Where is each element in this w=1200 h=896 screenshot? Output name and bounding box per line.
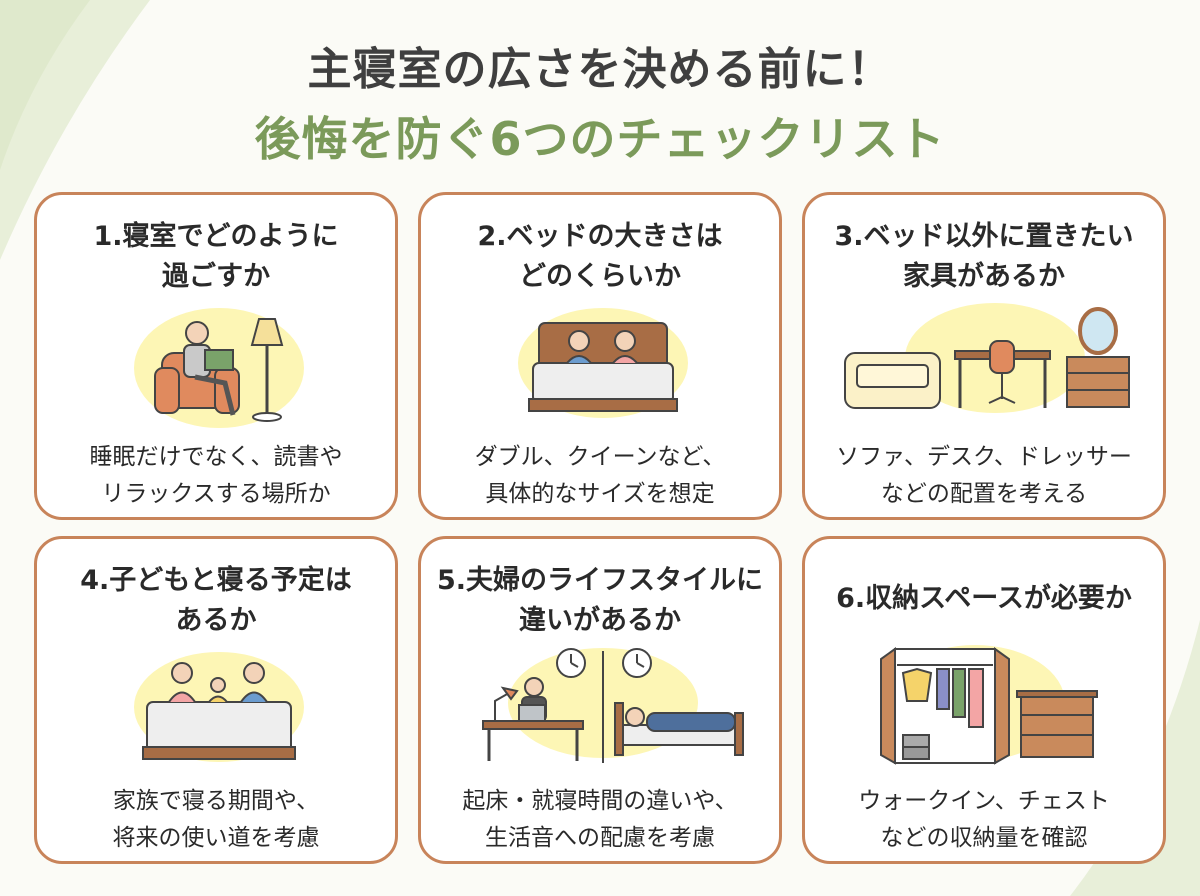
card-description: ソファ、デスク、ドレッサー などの配置を考える <box>815 439 1153 513</box>
card-title-line: 6.収納スペースが必要か <box>836 583 1132 614</box>
furniture-set-icon <box>844 303 1130 413</box>
card-description-line: ソファ、デスク、ドレッサー <box>836 444 1132 470</box>
card-title: 3.ベッド以外に置きたい 家具があるか <box>815 217 1153 297</box>
card-title-line: 3.ベッド以外に置きたい <box>834 221 1134 252</box>
card-description: 家族で寝る期間や、 将来の使い道を考慮 <box>47 783 385 857</box>
title-line-1: 主寝室の広さを決める前に！ <box>307 44 893 95</box>
card-title-line: 違いがあるか <box>519 605 681 636</box>
card-description: 睡眠だけでなく、読書や リラックスする場所か <box>47 439 385 513</box>
title-line-2: 後悔を防ぐ6つのチェックリスト <box>254 112 946 166</box>
card-description: 起床・就寝時間の違いや、 生活音への配慮を考慮 <box>431 783 769 857</box>
card-description: ウォークイン、チェスト などの収納量を確認 <box>815 783 1153 857</box>
card-title: 1.寝室でどのように 過ごすか <box>47 217 385 297</box>
checklist-card-3: 3.ベッド以外に置きたい 家具があるか ソファ、デスク、ドレッサー などの配置を… <box>802 192 1166 520</box>
double-bed-couple-icon <box>518 308 688 418</box>
card-title: 2.ベッドの大きさは どのくらいか <box>431 217 769 297</box>
card-title: 4.子どもと寝る予定は あるか <box>47 561 385 641</box>
page-title: 主寝室の広さを決める前に！ 後悔を防ぐ6つのチェックリスト <box>0 40 1200 174</box>
checklist-card-6: 6.収納スペースが必要か ウォークイン、チェスト などの収納量を確認 <box>802 536 1166 864</box>
card-title-line: 4.子どもと寝る予定は <box>80 565 352 596</box>
checklist-card-5: 5.夫婦のライフスタイルに 違いがあるか 起床・就寝時間の違いや、 生活音への配… <box>418 536 782 864</box>
card-title-line: 2.ベッドの大きさは <box>477 221 723 252</box>
card-description-line: ダブル、クイーンなど、 <box>474 444 726 470</box>
card-title-line: あるか <box>175 605 257 636</box>
closet-chest-icon <box>880 645 1098 765</box>
work-sleep-clock-icon <box>482 648 744 763</box>
card-title-line: 過ごすか <box>161 261 271 292</box>
checklist-card-2: 2.ベッドの大きさは どのくらいか ダブル、クイーンなど、 具体的なサイズを想定 <box>418 192 782 520</box>
card-description-line: 睡眠だけでなく、読書や <box>89 444 343 470</box>
card-description-line: 具体的なサイズを想定 <box>485 481 715 507</box>
card-description-line: などの収納量を確認 <box>880 825 1088 851</box>
card-title-line: 1.寝室でどのように <box>93 221 339 252</box>
card-title-line: 5.夫婦のライフスタイルに <box>436 565 764 596</box>
card-description-line: 将来の使い道を考慮 <box>112 825 320 851</box>
card-title-line: 家具があるか <box>903 261 1065 292</box>
checklist-card-4: 4.子どもと寝る予定は あるか 家族で寝る期間や、 将来の使い道を考慮 <box>34 536 398 864</box>
card-description-line: などの配置を考える <box>880 481 1088 507</box>
family-bed-icon <box>134 652 304 762</box>
card-title: 5.夫婦のライフスタイルに 違いがあるか <box>431 561 769 641</box>
card-description-line: 家族で寝る期間や、 <box>112 788 320 814</box>
card-title: 6.収納スペースが必要か <box>815 579 1153 619</box>
card-title-line: どのくらいか <box>519 261 681 292</box>
card-description-line: ウォークイン、チェスト <box>858 788 1110 814</box>
armchair-reading-icon <box>134 308 304 428</box>
card-description-line: 起床・就寝時間の違いや、 <box>462 788 738 814</box>
card-description-line: リラックスする場所か <box>101 481 331 507</box>
checklist-card-1: 1.寝室でどのように 過ごすか 睡眠だけでなく、読書や リラックスする場所か <box>34 192 398 520</box>
card-description: ダブル、クイーンなど、 具体的なサイズを想定 <box>431 439 769 513</box>
card-description-line: 生活音への配慮を考慮 <box>485 825 715 851</box>
